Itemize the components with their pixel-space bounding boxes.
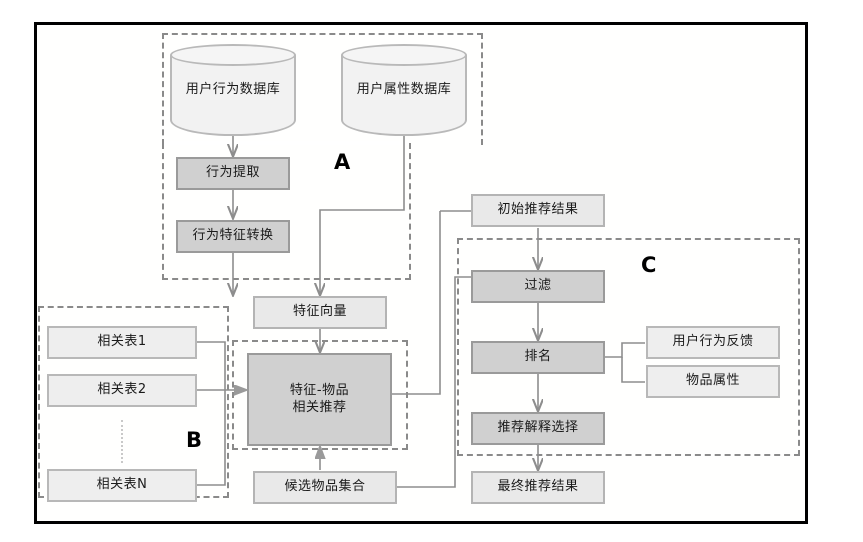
cylinder-body: [341, 55, 467, 136]
node-initial-recommend-result[interactable]: 初始推荐结果: [471, 194, 605, 227]
node-relation-table-n[interactable]: 相关表N: [47, 469, 197, 502]
node-label-line2: 相关推荐: [292, 399, 347, 415]
node-user-behavior-feedback[interactable]: 用户行为反馈: [646, 326, 780, 359]
node-label: 用户属性数据库: [356, 82, 452, 97]
ellipsis-dots: [121, 420, 123, 463]
node-candidate-item-set[interactable]: 候选物品集合: [253, 471, 397, 504]
node-user-behavior-db: 用户行为数据库: [170, 44, 296, 136]
cylinder-body: [170, 55, 296, 136]
node-ranking[interactable]: 排名: [471, 341, 605, 374]
node-filter[interactable]: 过滤: [471, 270, 605, 303]
node-recommend-explanation-select[interactable]: 推荐解释选择: [471, 412, 605, 445]
group-a-region-top: [162, 33, 483, 145]
node-relation-table-2[interactable]: 相关表2: [47, 374, 197, 407]
node-label: 用户行为数据库: [185, 82, 281, 97]
cylinder-top: [341, 44, 467, 66]
node-behavior-feature-transform[interactable]: 行为特征转换: [176, 220, 290, 253]
group-a-region-patch: [164, 141, 409, 145]
group-b-label: B: [186, 428, 203, 452]
node-feature-item-recommend[interactable]: 特征-物品 相关推荐: [247, 353, 392, 446]
node-label-line1: 特征-物品: [289, 383, 350, 399]
node-relation-table-1[interactable]: 相关表1: [47, 326, 197, 359]
group-a-label: A: [334, 150, 351, 174]
node-user-attribute-db: 用户属性数据库: [341, 44, 467, 136]
node-item-attribute[interactable]: 物品属性: [646, 365, 780, 398]
node-feature-vector[interactable]: 特征向量: [253, 296, 387, 329]
group-c-label: C: [641, 253, 657, 277]
node-behavior-extraction[interactable]: 行为提取: [176, 157, 290, 190]
node-final-recommend-result[interactable]: 最终推荐结果: [471, 471, 605, 504]
cylinder-top: [170, 44, 296, 66]
